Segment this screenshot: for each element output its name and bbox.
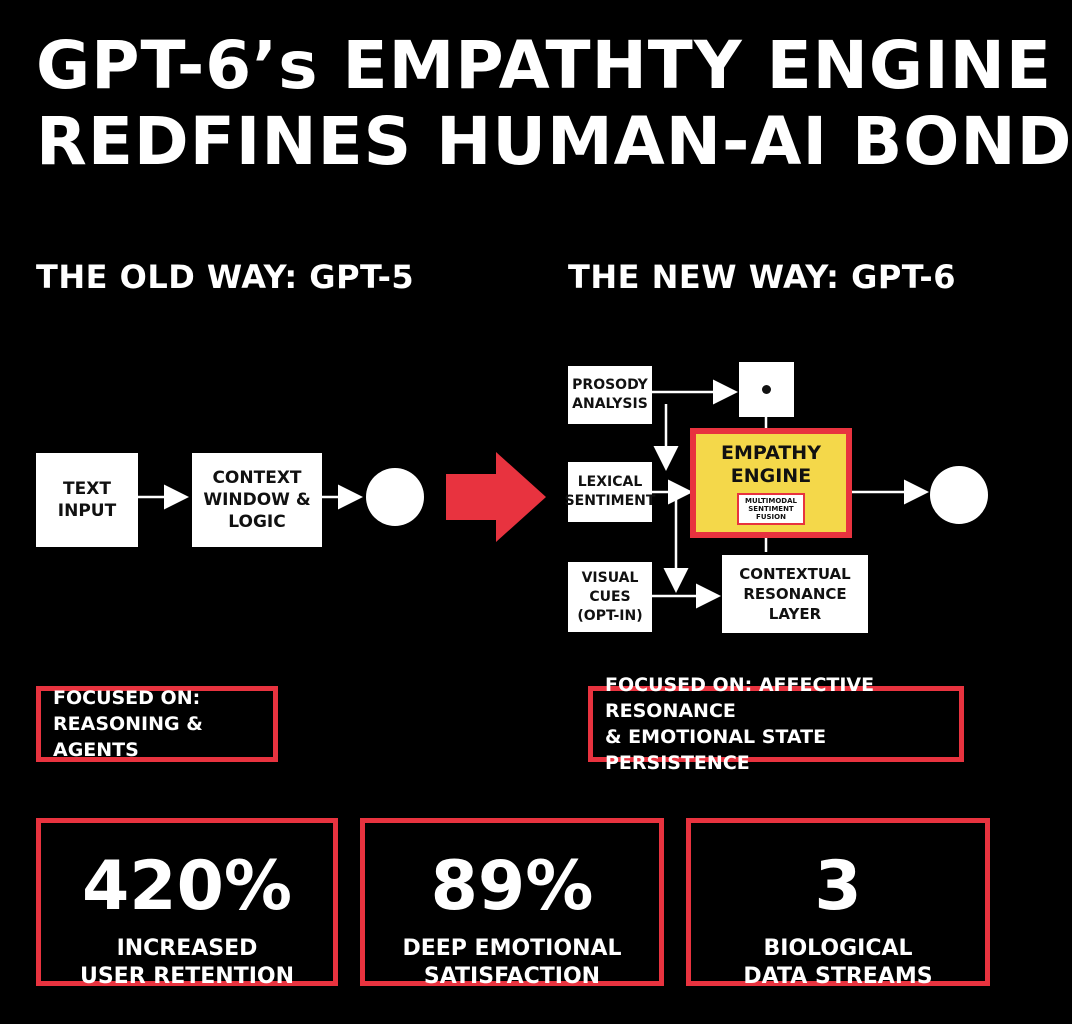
stat-value: 420% — [81, 847, 293, 926]
stat-label: BIOLOGICAL DATA STREAMS — [743, 936, 933, 989]
engine-title: EMPATHY ENGINE — [721, 441, 821, 487]
stat-card-data-streams: 3 BIOLOGICAL DATA STREAMS — [686, 818, 990, 989]
stat-card-retention: 420% INCREASED USER RETENTION — [36, 818, 338, 989]
engine-subtitle: MULTIMODAL SENTIMENT FUSION — [737, 492, 805, 525]
old-output-node — [366, 468, 424, 526]
dot-icon — [762, 385, 771, 394]
lexical-sentiment-box: LEXICAL SENTIMENT — [565, 462, 655, 522]
old-focus-box: FOCUSED ON: REASONING & AGENTS — [36, 686, 278, 762]
title-line-2: REDFINES HUMAN-AI BOND — [36, 103, 1072, 180]
top-node — [739, 362, 794, 417]
old-way-heading: THE OLD WAY: GPT-5 — [36, 258, 415, 296]
new-focus-box: FOCUSED ON: AFFECTIVE RESONANCE & EMOTIO… — [588, 674, 964, 774]
connector-arrows — [138, 379, 929, 609]
title-line-1: GPT-6’s EMPATHTY ENGINE — [36, 27, 1052, 104]
new-output-node — [930, 466, 988, 524]
stat-card-satisfaction: 89% DEEP EMOTIONAL SATISFACTION — [360, 818, 664, 989]
stat-value: 89% — [430, 847, 594, 926]
prosody-analysis-box: PROSODY ANALYSIS — [568, 366, 652, 424]
transition-arrow — [446, 452, 546, 542]
stat-label: INCREASED USER RETENTION — [79, 936, 295, 989]
contextual-resonance-box: CONTEXTUAL RESONANCE LAYER — [722, 555, 868, 633]
text-input-box: TEXT INPUT — [36, 453, 138, 547]
context-window-box: CONTEXT WINDOW & LOGIC — [192, 453, 322, 547]
stat-value: 3 — [814, 847, 862, 926]
visual-cues-box: VISUAL CUES (OPT-IN) — [568, 562, 652, 632]
empathy-engine-box: EMPATHY ENGINE MULTIMODAL SENTIMENT FUSI… — [690, 428, 852, 538]
page-title: GPT-6’s EMPATHTY ENGINE REDFINES HUMAN-A… — [36, 28, 1072, 180]
new-way-heading: THE NEW WAY: GPT-6 — [568, 258, 956, 296]
stat-label: DEEP EMOTIONAL SATISFACTION — [402, 936, 622, 989]
